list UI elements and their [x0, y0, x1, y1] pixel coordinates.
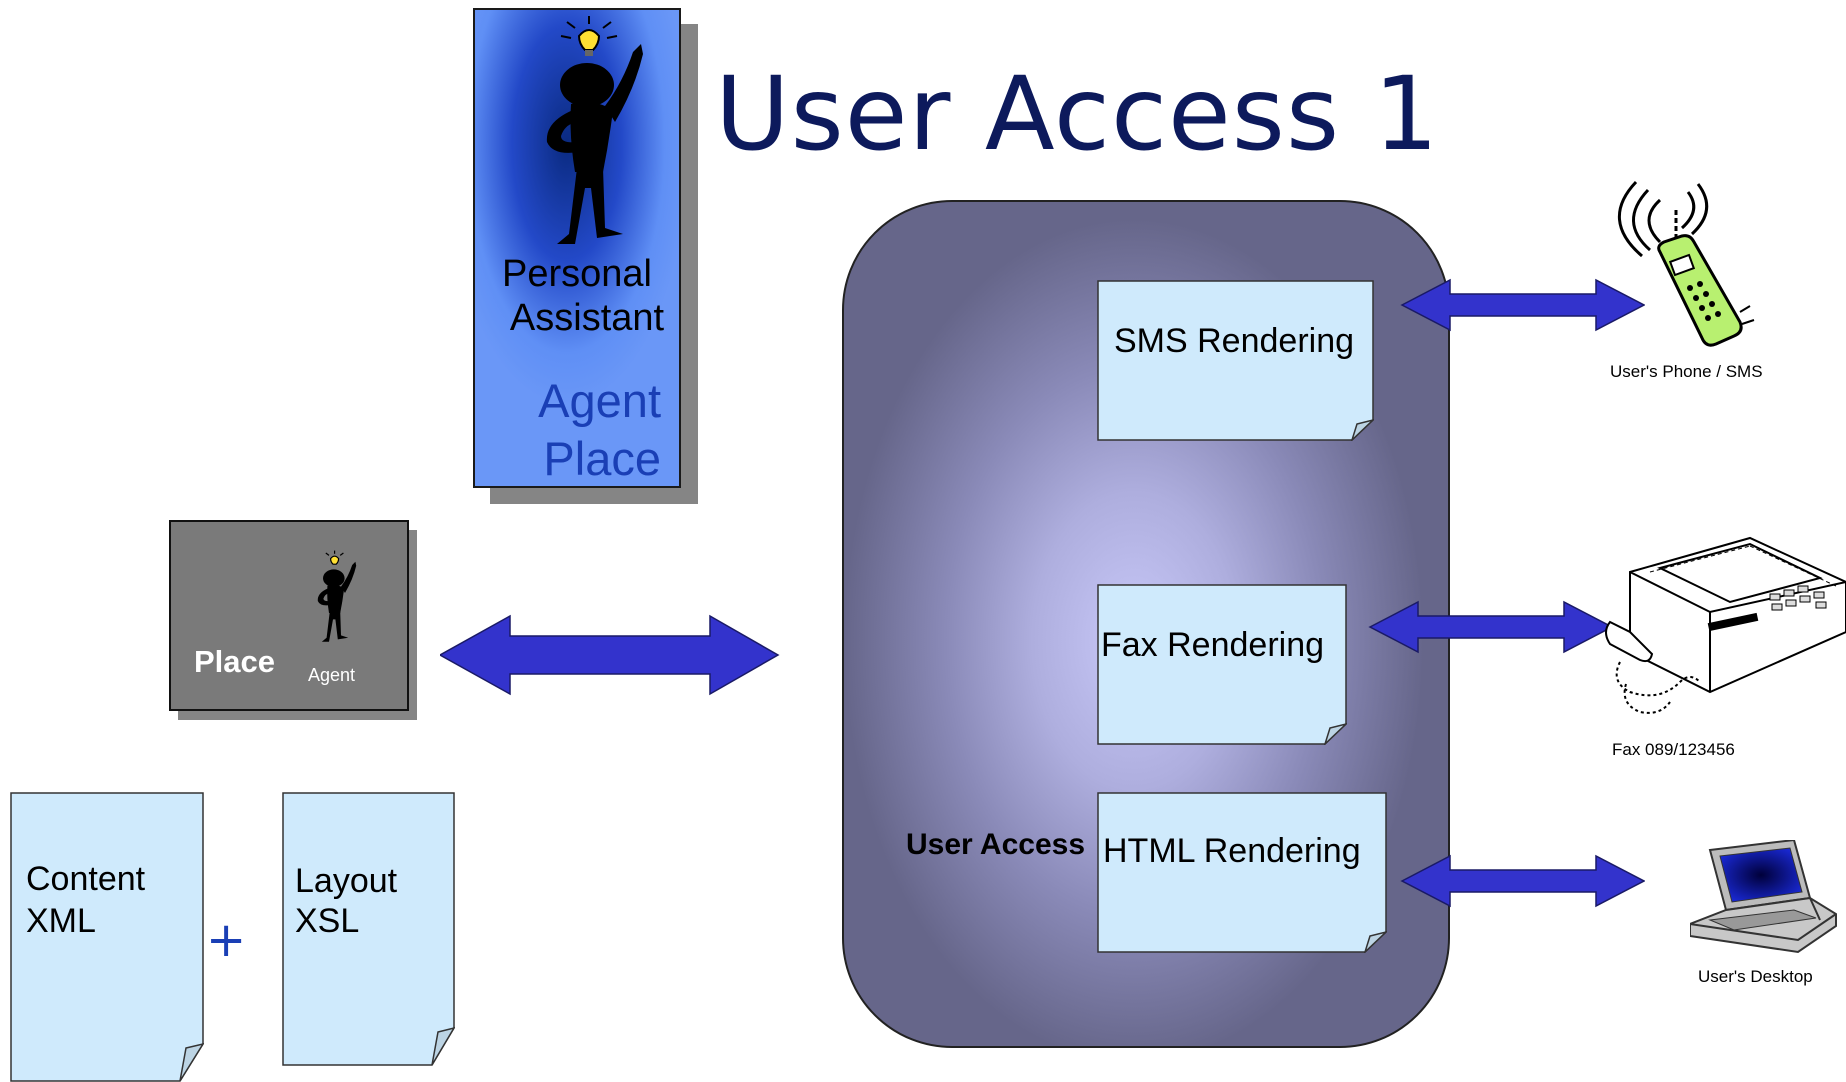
sms-rendering-label: SMS Rendering [1114, 322, 1355, 360]
place-card: Place Agent [169, 520, 409, 711]
fax-device-arrow [1368, 600, 1613, 654]
html-rendering-note: HTML Rendering [1097, 792, 1387, 953]
laptop-icon [1690, 840, 1837, 954]
personal-assistant-card: Personal Assistant Agent Place [473, 8, 681, 488]
html-rendering-label: HTML Rendering [1103, 832, 1361, 870]
content-xml-document: Content XML [10, 792, 204, 1082]
fax-machine-icon [1605, 536, 1846, 714]
fax-rendering-label: Fax Rendering [1101, 626, 1325, 664]
agent-figure-icon [546, 16, 643, 244]
place-useraccess-arrow [440, 614, 780, 696]
page-title: User Access 1 [715, 55, 1440, 174]
layout-label: Layout [295, 862, 398, 900]
fax-caption: Fax 089/123456 [1612, 740, 1735, 759]
place-card-label: Place [194, 644, 276, 679]
desktop-caption: User's Desktop [1698, 967, 1813, 986]
phone-caption: User's Phone / SMS [1610, 362, 1763, 381]
fax-rendering-note: Fax Rendering [1097, 584, 1347, 745]
place-card-agent-label: Agent [308, 665, 356, 685]
place-label: Place [543, 432, 661, 485]
sms-device-arrow [1400, 278, 1645, 332]
personal-assistant-label-1: Personal [502, 253, 652, 295]
xml-label: XML [26, 902, 96, 940]
desktop-device-arrow [1400, 854, 1645, 908]
mobile-phone-icon [1618, 180, 1755, 347]
xsl-label: XSL [295, 902, 360, 940]
user-access-label: User Access [906, 828, 1086, 861]
plus-sign: + [206, 912, 247, 968]
agent-label: Agent [538, 374, 661, 427]
personal-assistant-label-2: Assistant [509, 297, 665, 339]
layout-xsl-document: Layout XSL [282, 792, 455, 1066]
sms-rendering-note: SMS Rendering [1097, 280, 1374, 441]
content-label: Content [26, 860, 146, 898]
agent-figure-small-icon [317, 550, 357, 642]
